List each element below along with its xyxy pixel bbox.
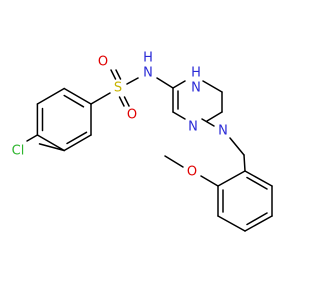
bond	[244, 215, 273, 232]
double-bond	[66, 131, 88, 145]
bond	[63, 87, 92, 105]
ring-nh-nitrogen: N	[191, 81, 201, 96]
double-bond	[123, 96, 130, 107]
bond	[156, 77, 174, 89]
bond	[164, 155, 184, 168]
ring-benzyl-nitrogen: N	[218, 124, 228, 139]
bond	[243, 154, 246, 172]
double-bond	[110, 69, 117, 80]
bond	[217, 170, 246, 187]
bond	[90, 92, 111, 105]
bond	[36, 134, 65, 152]
methoxy-oxygen: O	[187, 165, 197, 180]
methoxyphenyl-ring	[217, 170, 273, 232]
sulfonyl-oxygen-bottom: O	[127, 108, 137, 123]
bond	[201, 118, 215, 127]
double-bond	[246, 176, 268, 190]
bond	[172, 111, 186, 120]
bond	[63, 134, 92, 152]
double-bond	[63, 94, 85, 108]
triazine-ring	[172, 80, 223, 127]
double-bond	[246, 212, 268, 226]
sulfonamide-nitrogen: N	[143, 66, 153, 81]
sulfonyl-oxygen-top: O	[98, 55, 108, 70]
ring-nh-hydrogen: H	[191, 66, 201, 81]
ring-imine-nitrogen: N	[188, 120, 198, 135]
bond	[36, 87, 65, 105]
chlorophenyl-ring	[36, 87, 92, 152]
double-bond	[115, 69, 122, 80]
bond	[38, 143, 65, 152]
molecule-drawing: Cl S O O N H H N N N	[12, 51, 273, 232]
bond	[26, 134, 39, 142]
double-bond	[118, 96, 125, 107]
bond	[217, 215, 246, 232]
molecule-structure: Cl S O O N H H N N N	[12, 51, 273, 232]
bond	[126, 77, 139, 85]
bond	[244, 170, 273, 187]
bond	[229, 137, 245, 156]
bond	[206, 111, 223, 122]
sulfonamide-hydrogen: H	[143, 51, 153, 66]
bond	[172, 80, 186, 89]
bond	[200, 175, 219, 187]
bond	[202, 80, 223, 93]
chlorine-atom: Cl	[12, 144, 25, 159]
sulfur-atom: S	[114, 81, 122, 96]
